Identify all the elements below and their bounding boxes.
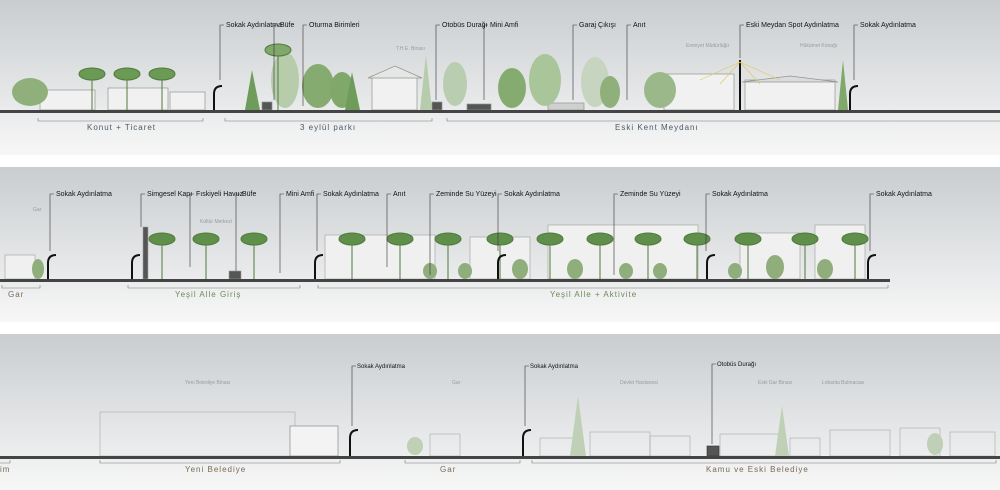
callout-label: Simgesel Kapı bbox=[147, 191, 192, 198]
faint-label: Gar bbox=[452, 380, 461, 386]
callout-label: Anıt bbox=[633, 22, 646, 29]
zone-brackets bbox=[1, 285, 889, 289]
callout-label: Fıskiyeli Havuz bbox=[196, 191, 244, 198]
callout-label: Mini Amfi bbox=[490, 22, 519, 29]
zone-label: Yeşil Alle Giriş bbox=[175, 290, 241, 299]
zone-label: im bbox=[0, 465, 10, 474]
callout-label: Sokak Aydınlatma bbox=[504, 191, 560, 198]
spot-light-rays bbox=[699, 61, 781, 85]
callout-label: Otobüs Durağı bbox=[717, 362, 756, 368]
callout-label: Otobüs Durağı bbox=[442, 22, 488, 29]
callout-label: Zeminde Su Yüzeyi bbox=[436, 191, 497, 198]
callout-label: Oturma Birimleri bbox=[309, 22, 360, 29]
zone-label: Eski Kent Meydanı bbox=[615, 123, 699, 132]
zone-label: Yeni Belediye bbox=[185, 465, 246, 474]
ground-line bbox=[0, 456, 1000, 459]
leader-lines bbox=[351, 363, 716, 444]
callout-label: Anıt bbox=[393, 191, 406, 198]
callout-label: Sokak Aydınlatma bbox=[357, 364, 406, 370]
ground-line bbox=[0, 110, 1000, 113]
faint-label: Lokanta Bulmacası bbox=[822, 380, 865, 386]
leader-lines bbox=[49, 193, 874, 275]
zone-label: Gar bbox=[8, 290, 24, 299]
faint-label: Yeni Belediye Binası bbox=[185, 380, 230, 386]
faint-label: Emniyet Müdürlüğü bbox=[686, 43, 729, 49]
zone-label: Gar bbox=[440, 465, 456, 474]
callout-label: Sokak Aydınlatma bbox=[860, 22, 916, 29]
leader-lines bbox=[219, 24, 858, 106]
callout-label: Büfe bbox=[242, 191, 257, 198]
palm-group bbox=[78, 43, 292, 110]
callout-label: Sokak Aydınlatma bbox=[323, 191, 379, 198]
zone-label: Kamu ve Eski Belediye bbox=[706, 465, 809, 474]
tree-group bbox=[32, 255, 833, 279]
zone-label: 3 eylül parkı bbox=[300, 123, 356, 132]
section-drawing-3: Sokak Aydınlatma Sokak Aydınlatma Otobüs… bbox=[0, 334, 1000, 490]
zone-label: Yeşil Alle + Aktivite bbox=[550, 290, 637, 299]
faint-label: Kültür Merkezi bbox=[200, 219, 232, 225]
faint-label: T.H.E. Binası bbox=[396, 46, 425, 52]
tree-group bbox=[407, 396, 943, 456]
callout-label: Büfe bbox=[280, 22, 295, 29]
building-group bbox=[39, 65, 839, 111]
section-panel-1: Sokak Aydınlatma Büfe Oturma Birimleri O… bbox=[0, 0, 1000, 155]
lamp-group bbox=[349, 429, 532, 456]
faint-label: Gar bbox=[33, 207, 42, 213]
lamp-group bbox=[213, 60, 859, 110]
callout-label: Sokak Aydınlatma bbox=[226, 22, 282, 29]
zone-brackets bbox=[37, 118, 1000, 122]
callout-label: Sokak Aydınlatma bbox=[530, 364, 579, 370]
callout-label: Sokak Aydınlatma bbox=[876, 191, 932, 198]
ground-line bbox=[0, 279, 890, 282]
section-panel-3: Sokak Aydınlatma Sokak Aydınlatma Otobüs… bbox=[0, 334, 1000, 490]
faint-label: Eski Gar Binası bbox=[758, 380, 792, 386]
callout-label: Garaj Çıkışı bbox=[579, 22, 616, 29]
section-drawing-2: Sokak Aydınlatma Simgesel Kapı Fıskiyeli… bbox=[0, 167, 1000, 322]
faint-label: Hükümet Konağı bbox=[800, 43, 837, 49]
callout-label: Zeminde Su Yüzeyi bbox=[620, 191, 681, 198]
callout-label: Eski Meydan Spot Aydınlatma bbox=[746, 22, 839, 29]
palm-group bbox=[148, 232, 869, 279]
faint-label: Devlet Hastanesi bbox=[620, 380, 658, 386]
zone-label: Konut + Ticaret bbox=[87, 123, 156, 132]
section-panel-2: Sokak Aydınlatma Simgesel Kapı Fıskiyeli… bbox=[0, 167, 1000, 322]
callout-label: Mini Amfi bbox=[286, 191, 315, 198]
section-drawing-1: Sokak Aydınlatma Büfe Oturma Birimleri O… bbox=[0, 0, 1000, 155]
callout-label: Sokak Aydınlatma bbox=[56, 191, 112, 198]
zone-brackets bbox=[0, 460, 997, 464]
callout-label: Sokak Aydınlatma bbox=[712, 191, 768, 198]
lamp-group bbox=[47, 254, 877, 279]
